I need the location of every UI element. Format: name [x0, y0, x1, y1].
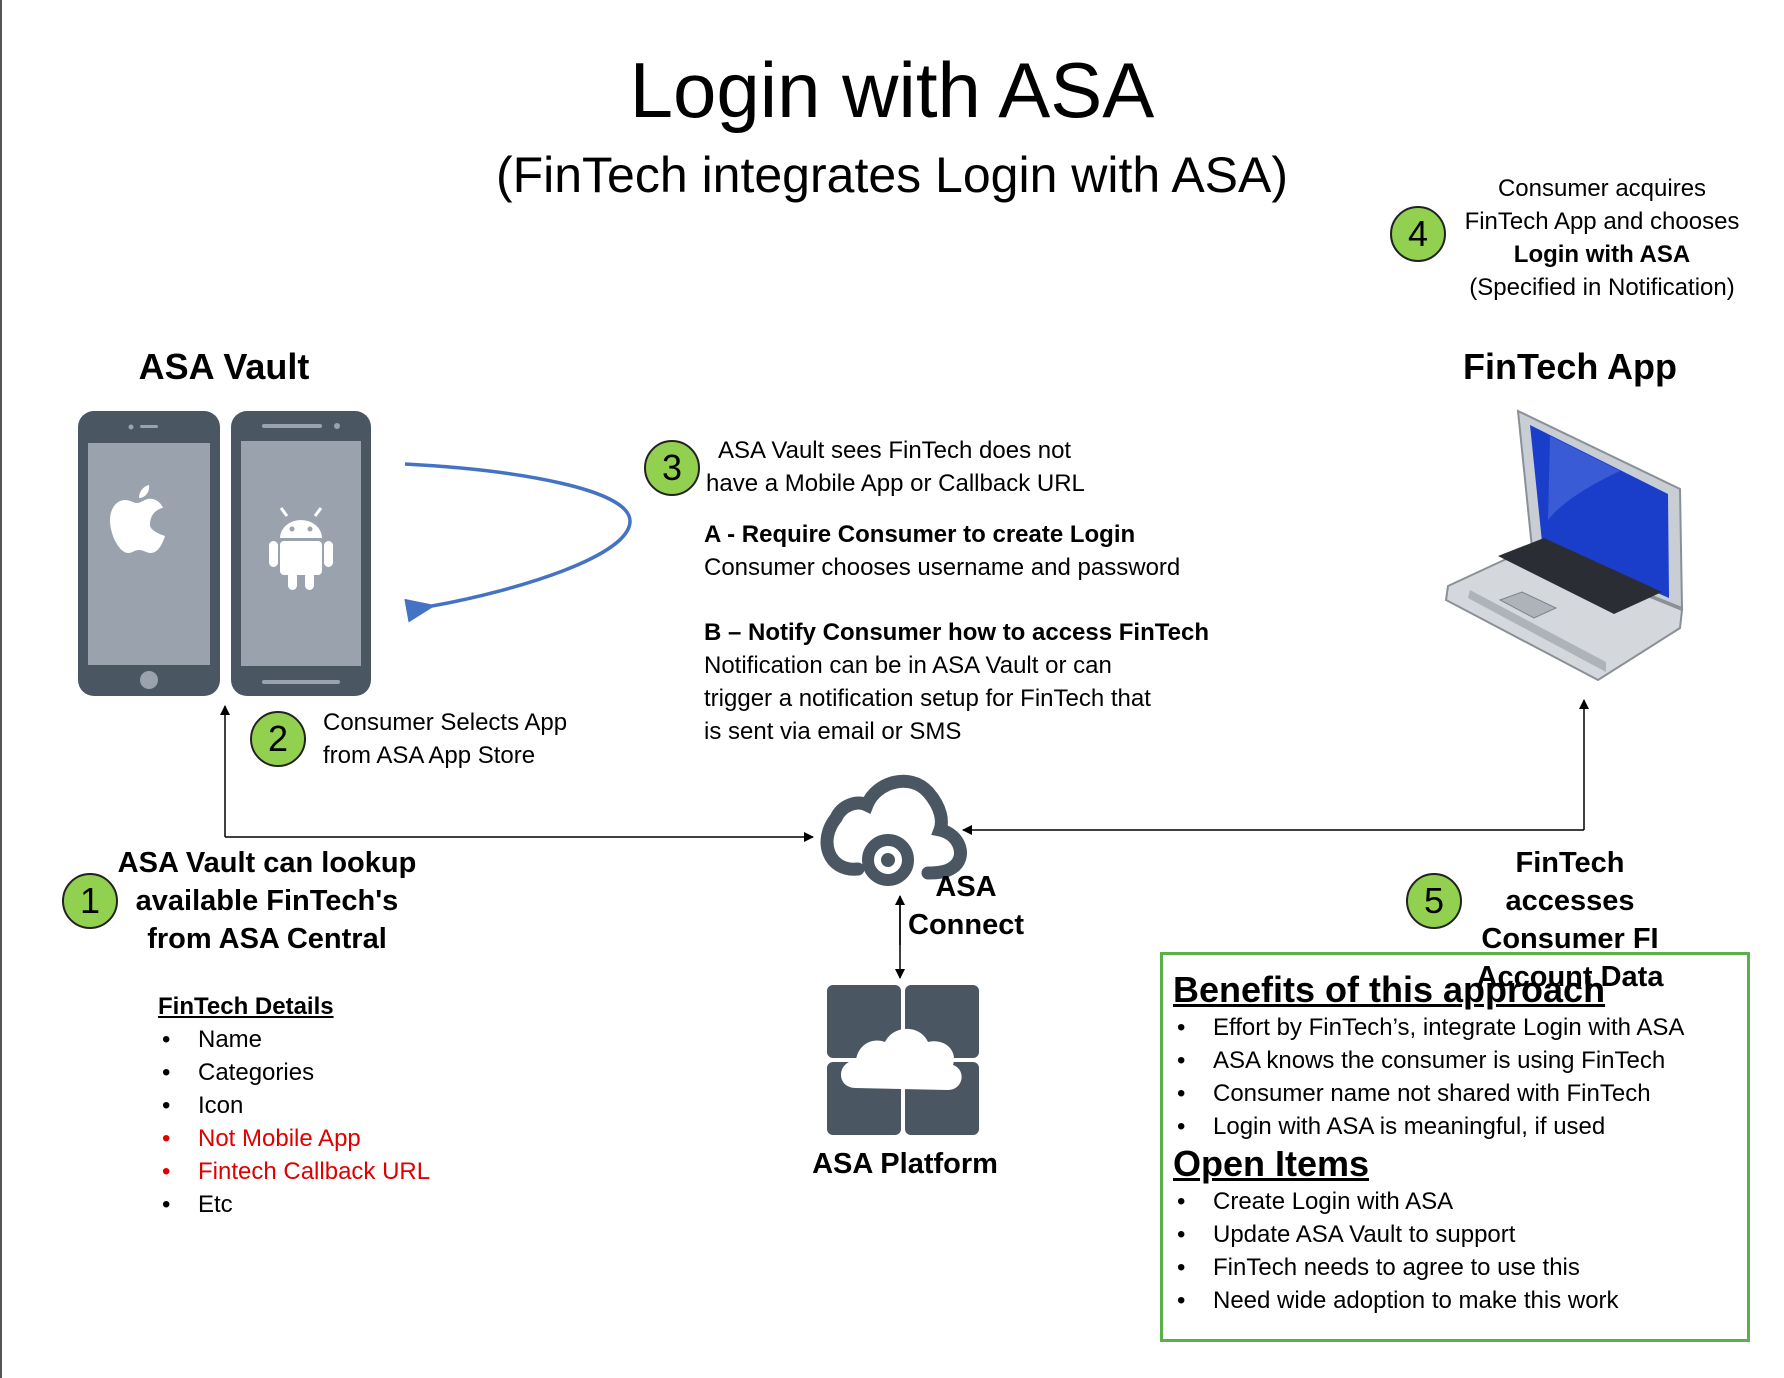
- benefits-box: Benefits of this approach Effort by FinT…: [1160, 952, 1750, 1342]
- step-5-line: FinTech accesses: [1505, 847, 1635, 917]
- step-5-line: Account Data: [1476, 961, 1664, 993]
- step-3-line: ASA Vault sees FinTech does not: [718, 437, 1072, 464]
- list-item: Categories: [158, 1056, 498, 1089]
- connector-fintech-connect: [962, 699, 1589, 835]
- open-items-heading: Open Items: [1173, 1143, 1370, 1184]
- option-b-line: trigger a notification setup for FinTech…: [704, 685, 1151, 712]
- step-1-line: available FinTech's: [135, 885, 399, 917]
- fintech-details-heading: FinTech Details: [158, 993, 334, 1020]
- step-3-line: have a Mobile App or Callback URL: [706, 470, 1085, 497]
- list-item: Fintech Callback URL: [158, 1155, 498, 1188]
- step-4-text: Consumer acquires FinTech App and choose…: [1452, 172, 1752, 304]
- list-item: FinTech needs to agree to use this: [1173, 1251, 1737, 1284]
- cloud-platform-icon: [827, 985, 979, 1135]
- list-item: Icon: [158, 1089, 498, 1122]
- asa-vault-label: ASA Vault: [138, 346, 310, 387]
- step-3-text: ASA Vault sees FinTech does not have a M…: [706, 434, 1146, 500]
- option-b-line: Notification can be in ASA Vault or can: [704, 652, 1112, 679]
- option-a-text: Consumer chooses username and password: [704, 554, 1181, 581]
- step-4-badge: 4: [1390, 206, 1446, 262]
- list-item: Need wide adoption to make this work: [1173, 1284, 1737, 1317]
- option-a: A - Require Consumer to create Login Con…: [704, 518, 1224, 584]
- asa-connect-label: ASA Connect: [896, 868, 1036, 944]
- apple-icon: [110, 485, 165, 553]
- step-5-badge: 5: [1406, 873, 1462, 929]
- step-5-line: Consumer FI: [1481, 923, 1659, 955]
- fintech-details-list: Name Categories Icon Not Mobile App Fint…: [158, 1023, 498, 1221]
- page-title: Login with ASA: [629, 46, 1155, 134]
- page-subtitle: (FinTech integrates Login with ASA): [495, 147, 1289, 203]
- android-icon: [269, 507, 333, 590]
- list-item: Consumer name not shared with FinTech: [1173, 1077, 1737, 1110]
- asa-connect-line2: Connect: [908, 909, 1024, 941]
- step-4-line-bold: Login with ASA: [1513, 241, 1691, 268]
- step-1-text: ASA Vault can lookup available FinTech's…: [112, 844, 422, 958]
- list-item: Not Mobile App: [158, 1122, 498, 1155]
- step-1-line: ASA Vault can lookup: [117, 847, 417, 879]
- step-4-line: FinTech App and chooses: [1464, 208, 1740, 235]
- laptop-icon: [1444, 409, 1684, 682]
- option-b: B – Notify Consumer how to access FinTec…: [704, 616, 1224, 748]
- fintech-app-label: FinTech App: [1463, 346, 1677, 387]
- iphone-device: [78, 411, 220, 696]
- step-4-line: Consumer acquires: [1497, 175, 1707, 202]
- asa-platform-label: ASA Platform: [812, 1148, 998, 1180]
- cloud-connect-icon: [820, 774, 967, 886]
- option-a-title: A - Require Consumer to create Login: [704, 521, 1136, 548]
- list-item: Etc: [158, 1188, 498, 1221]
- step-2-line: from ASA App Store: [323, 742, 536, 769]
- list-item: Update ASA Vault to support: [1173, 1218, 1737, 1251]
- loop-arrow: [404, 462, 632, 623]
- step-2-text: Consumer Selects App from ASA App Store: [323, 706, 643, 772]
- list-item: Effort by FinTech’s, integrate Login wit…: [1173, 1011, 1737, 1044]
- step-1-badge: 1: [62, 873, 118, 929]
- benefits-list: Effort by FinTech’s, integrate Login wit…: [1173, 1011, 1737, 1143]
- open-items-list: Create Login with ASA Update ASA Vault t…: [1173, 1185, 1737, 1317]
- list-item: Name: [158, 1023, 498, 1056]
- asa-connect-line1: ASA: [935, 871, 997, 903]
- connector-vault-connect: [220, 705, 814, 842]
- step-2-badge: 2: [250, 711, 306, 767]
- step-1-line: from ASA Central: [147, 923, 387, 955]
- list-item: Create Login with ASA: [1173, 1185, 1737, 1218]
- benefits-heading: Benefits of this approach: [1173, 969, 1606, 1010]
- list-item: ASA knows the consumer is using FinTech: [1173, 1044, 1737, 1077]
- step-2-line: Consumer Selects App: [323, 709, 568, 736]
- step-4-line: (Specified in Notification): [1469, 274, 1735, 301]
- step-3-badge: 3: [644, 440, 700, 496]
- option-b-title: B – Notify Consumer how to access FinTec…: [704, 619, 1209, 646]
- step-5-text: FinTech accesses Consumer FI Account Dat…: [1450, 844, 1690, 996]
- option-b-line: is sent via email or SMS: [704, 718, 962, 745]
- list-item: Login with ASA is meaningful, if used: [1173, 1110, 1737, 1143]
